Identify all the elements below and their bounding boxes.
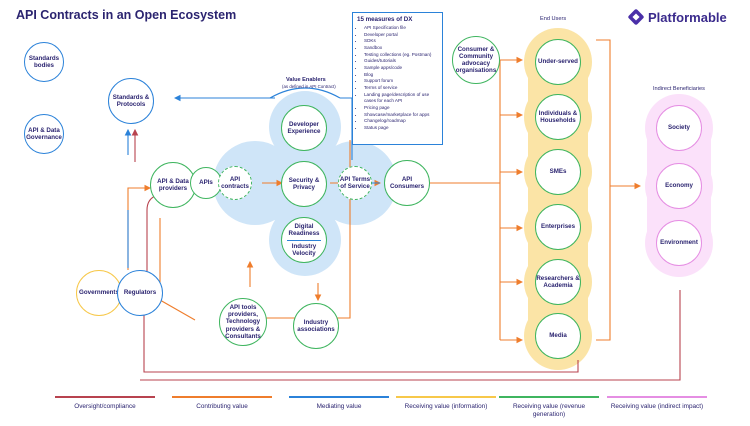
node-security-privacy-label: Security & Privacy <box>288 176 320 191</box>
node-industry-velocity-label: Industry Velocity <box>291 242 317 257</box>
node-developer-experience[interactable]: Developer Experience <box>281 105 327 151</box>
node-api-tools-providers[interactable]: API tools providers, Technology provider… <box>219 298 267 346</box>
node-individuals-households-label: Individuals & Households <box>538 109 578 124</box>
legend-label: Mediating value <box>316 403 362 410</box>
dx-item: Terms of service <box>364 85 438 92</box>
legend-swatch <box>499 396 599 398</box>
legend-swatch <box>55 396 155 398</box>
value-enablers-arc <box>269 87 341 99</box>
legend-item: Receiving value (information) <box>396 396 506 411</box>
dx-item: Showcase/marketplace for apps <box>364 112 438 119</box>
node-under-served-label: Under-served <box>538 58 578 66</box>
node-consumer-advocacy-label: Consumer & Community advocacy organisati… <box>455 45 497 75</box>
node-governments[interactable]: Governments <box>76 270 122 316</box>
end-users-label: End Users <box>540 16 567 22</box>
node-enterprises[interactable]: Enterprises <box>535 204 581 250</box>
dx-item: Changelog/roadmap <box>364 118 438 125</box>
node-api-data-providers-label: API & Data providers <box>157 177 189 192</box>
node-enterprises-label: Enterprises <box>540 223 576 231</box>
dx-item: Developer portal <box>364 32 438 39</box>
legend-swatch <box>607 396 707 398</box>
node-apis[interactable]: APIs <box>190 167 222 199</box>
legend-item: Receiving value (revenue generation) <box>499 396 609 419</box>
value-enablers-subtitle: (as defined in API Contract) <box>282 84 336 89</box>
dx-item: Status page <box>364 125 438 132</box>
node-api-tools-providers-label: API tools providers, Technology provider… <box>225 304 261 340</box>
legend-label: Receiving value (indirect impact) <box>610 403 704 410</box>
node-apis-label: APIs <box>199 179 213 187</box>
legend-item: Mediating value <box>289 396 399 411</box>
dx-item: Blog <box>364 72 438 79</box>
dx-item: Guides/tutorials <box>364 58 438 65</box>
node-digital-readiness[interactable]: Digital Readiness Industry Velocity <box>281 217 327 263</box>
node-api-terms-of-service-label: API Terms of Service <box>339 175 371 190</box>
platformable-logo-icon <box>628 9 644 25</box>
node-standards-protocols[interactable]: Standards & Protocols <box>108 78 154 124</box>
node-researchers-academia[interactable]: Researchers & Academia <box>535 259 581 305</box>
legend-label: Oversight/compliance <box>74 403 136 410</box>
node-regulators-label: Regulators <box>123 289 157 297</box>
node-media-label: Media <box>549 332 567 340</box>
brand-name: Platformable <box>648 9 727 25</box>
node-economy[interactable]: Economy <box>656 163 702 209</box>
node-researchers-academia-label: Researchers & Academia <box>536 274 580 289</box>
legend-item: Oversight/compliance <box>55 396 165 411</box>
node-smes[interactable]: SMEs <box>535 149 581 195</box>
legend-item: Contributing value <box>172 396 282 411</box>
brand-logo[interactable]: Platformable <box>628 9 727 25</box>
node-industry-associations-label: Industry associations <box>297 318 335 333</box>
node-industry-associations[interactable]: Industry associations <box>293 303 339 349</box>
node-consumer-advocacy[interactable]: Consumer & Community advocacy organisati… <box>452 36 500 84</box>
node-developer-experience-label: Developer Experience <box>287 120 321 135</box>
node-under-served[interactable]: Under-served <box>535 39 581 85</box>
legend-label: Contributing value <box>196 403 248 410</box>
dx-title: 15 measures of DX <box>357 16 413 23</box>
dx-item: Sandbox <box>364 45 438 52</box>
node-digital-readiness-label: Digital Readiness <box>287 223 321 241</box>
legend-label: Receiving value (revenue generation) <box>512 403 586 418</box>
node-smes-label: SMEs <box>549 168 567 176</box>
node-security-privacy[interactable]: Security & Privacy <box>281 161 327 207</box>
node-api-data-providers[interactable]: API & Data providers <box>150 162 196 208</box>
dx-item: Sample apps/code <box>364 65 438 72</box>
node-api-terms-of-service[interactable]: API Terms of Service <box>338 166 372 200</box>
legend-swatch <box>289 396 389 398</box>
legend-label: Receiving value (information) <box>404 403 488 410</box>
dx-item: SDKs <box>364 38 438 45</box>
node-standards-bodies[interactable]: Standards bodies <box>24 42 64 82</box>
node-api-data-governance-label: API & Data Governance <box>26 126 62 141</box>
dx-item: Testing collections (eg. Postman) <box>364 52 438 59</box>
node-api-consumers[interactable]: API Consumers <box>384 160 430 206</box>
dx-item: Pricing page <box>364 105 438 112</box>
node-society-label: Society <box>667 124 690 132</box>
node-api-consumers-label: API Consumers <box>389 175 425 190</box>
legend-swatch <box>396 396 496 398</box>
node-api-contracts-label: API contracts <box>221 175 249 190</box>
value-enablers-title: Value Enablers <box>286 77 326 83</box>
dx-list: API Specification fileDeveloper portalSD… <box>357 25 438 132</box>
node-regulators[interactable]: Regulators <box>117 270 163 316</box>
node-society[interactable]: Society <box>656 105 702 151</box>
legend-item: Receiving value (indirect impact) <box>607 396 717 411</box>
indirect-beneficiaries-label: Indirect Beneficiaries <box>653 86 705 92</box>
node-api-data-governance[interactable]: API & Data Governance <box>24 114 64 154</box>
node-individuals-households[interactable]: Individuals & Households <box>535 94 581 140</box>
node-standards-bodies-label: Standards bodies <box>28 54 60 69</box>
node-media[interactable]: Media <box>535 313 581 359</box>
node-environment-label: Environment <box>660 239 698 247</box>
dx-measures-box: 15 measures of DX API Specification file… <box>352 12 443 145</box>
dx-item: API Specification file <box>364 25 438 32</box>
node-economy-label: Economy <box>665 182 693 190</box>
legend-swatch <box>172 396 272 398</box>
dx-item: Support forum <box>364 78 438 85</box>
node-standards-protocols-label: Standards & Protocols <box>112 93 150 108</box>
node-api-contracts[interactable]: API contracts <box>218 166 252 200</box>
dx-item: Landing page/description of use cases fo… <box>364 92 438 105</box>
node-governments-label: Governments <box>79 289 119 297</box>
page-title: API Contracts in an Open Ecosystem <box>16 8 237 22</box>
node-environment[interactable]: Environment <box>656 220 702 266</box>
